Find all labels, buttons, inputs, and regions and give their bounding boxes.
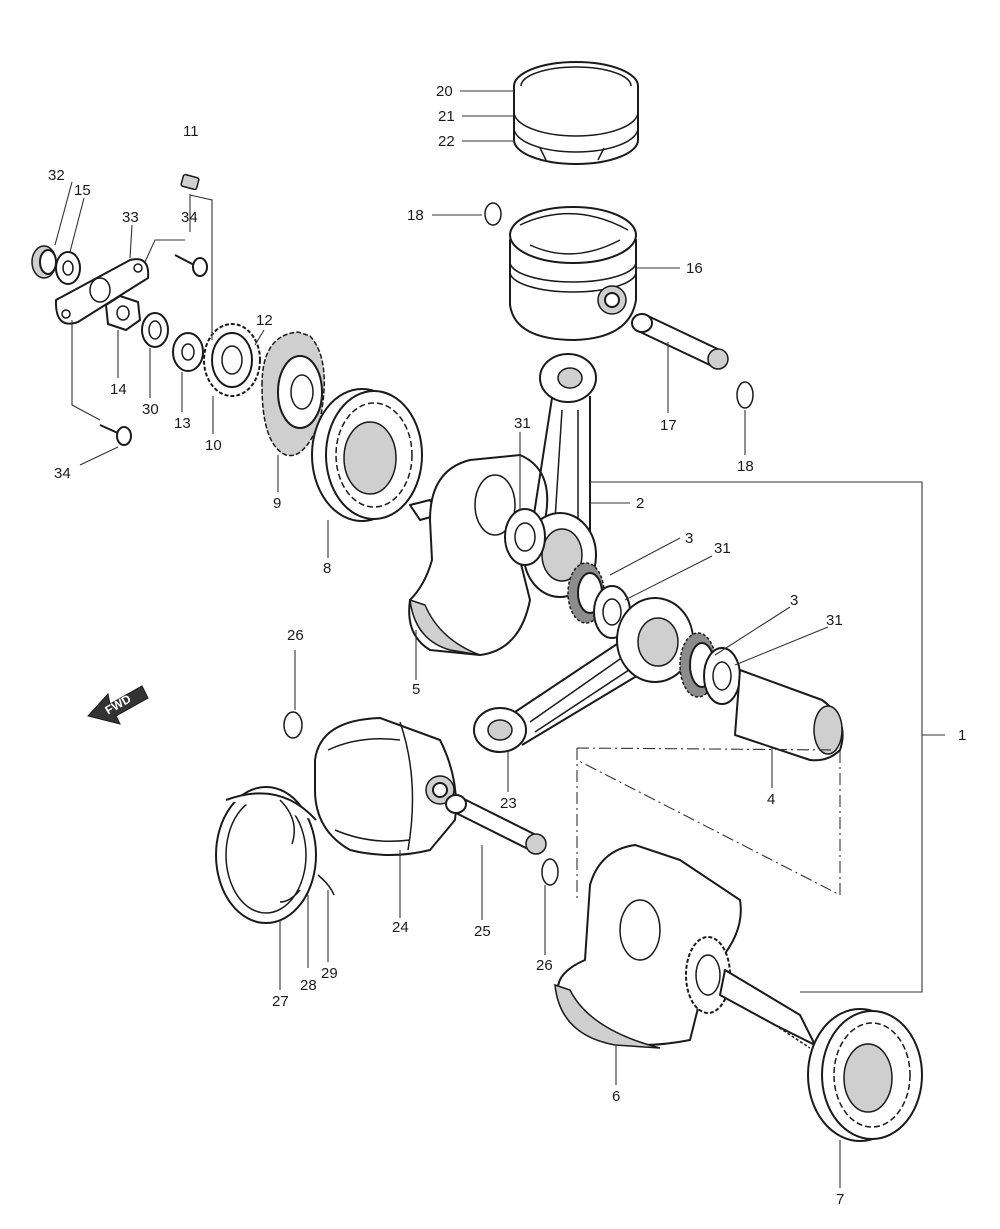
connecting-rod-23 xyxy=(473,597,694,753)
piston-16 xyxy=(509,206,637,341)
piston-pin-17 xyxy=(631,313,729,370)
callout-34b: 34 xyxy=(54,465,71,482)
thrust-washer-31-upper xyxy=(504,508,546,566)
callout-10: 10 xyxy=(205,437,222,454)
callout-24: 24 xyxy=(392,919,409,936)
piston-pin-25 xyxy=(445,794,547,855)
callout-6: 6 xyxy=(612,1088,620,1105)
callout-32: 32 xyxy=(48,167,65,184)
callout-20: 20 xyxy=(436,83,453,100)
bearing-8 xyxy=(311,388,423,522)
circlip-18-top xyxy=(484,202,502,226)
nut-14 xyxy=(105,295,141,331)
bearing-7 xyxy=(807,1008,923,1142)
callout-22: 22 xyxy=(438,133,455,150)
callout-26a: 26 xyxy=(287,627,304,644)
callout-18b: 18 xyxy=(737,458,754,475)
callout-27: 27 xyxy=(272,993,289,1010)
circlip-18-right xyxy=(736,381,754,409)
piston-rings-lower xyxy=(215,786,335,924)
callout-8: 8 xyxy=(323,560,331,577)
callout-16: 16 xyxy=(686,260,703,277)
assembly-bracket-1 xyxy=(590,481,945,993)
callout-30: 30 xyxy=(142,401,159,418)
screw-34-bottom xyxy=(99,424,132,446)
callout-11: 11 xyxy=(183,123,199,140)
screw-34-top xyxy=(174,254,208,277)
callout-7: 7 xyxy=(836,1191,844,1208)
callout-3a: 3 xyxy=(685,530,693,547)
callout-12: 12 xyxy=(256,312,273,329)
callout-28: 28 xyxy=(300,977,317,994)
callout-31b: 31 xyxy=(714,540,731,557)
callout-26b: 26 xyxy=(536,957,553,974)
washer-15 xyxy=(55,251,81,285)
gear-10 xyxy=(203,323,261,397)
callout-13: 13 xyxy=(174,415,191,432)
callout-15: 15 xyxy=(74,182,91,199)
crank-half-5 xyxy=(408,454,549,656)
plate-33 xyxy=(54,258,150,325)
piston-rings-upper xyxy=(513,61,639,165)
thrust-washer-31-lower xyxy=(703,647,741,705)
crank-shaft-tail xyxy=(719,969,816,1049)
key-11 xyxy=(180,173,200,191)
callout-1: 1 xyxy=(958,727,966,744)
circlip-26-lower xyxy=(541,858,559,886)
callout-33: 33 xyxy=(122,209,139,226)
callout-21: 21 xyxy=(438,108,455,125)
piston-24 xyxy=(314,717,457,856)
callout-14: 14 xyxy=(110,381,127,398)
callout-25: 25 xyxy=(474,923,491,940)
callouts: 20 21 22 18 16 17 18 11 32 15 33 34 12 1… xyxy=(48,83,966,1208)
leader-lines xyxy=(54,90,841,1188)
lock-washer-30 xyxy=(141,312,169,348)
alignment-line xyxy=(576,747,841,900)
callout-5: 5 xyxy=(412,681,420,698)
callout-23: 23 xyxy=(500,795,517,812)
callout-9: 9 xyxy=(273,495,281,512)
callout-34a: 34 xyxy=(181,209,198,226)
callout-3b: 3 xyxy=(790,592,798,609)
washer-13 xyxy=(172,332,204,372)
callout-2: 2 xyxy=(636,495,644,512)
callout-17: 17 xyxy=(660,417,677,434)
callout-4: 4 xyxy=(767,791,775,808)
circlip-26-upper xyxy=(283,711,303,739)
callout-31a: 31 xyxy=(514,415,531,432)
cap-nut-32 xyxy=(31,245,57,279)
callout-29: 29 xyxy=(321,965,338,982)
callout-18a: 18 xyxy=(407,207,424,224)
crank-pin-4 xyxy=(734,669,844,762)
fwd-arrow-icon: FWD xyxy=(87,685,149,725)
callout-31c: 31 xyxy=(826,612,843,629)
